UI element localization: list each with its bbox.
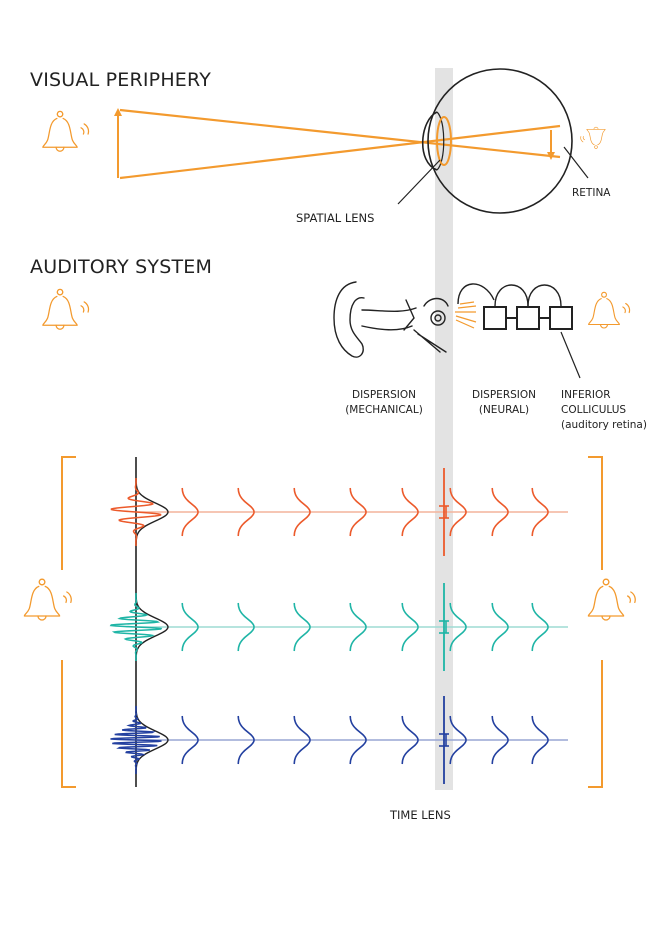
ray-top xyxy=(119,108,561,159)
colliculus-label-2: COLLICULUS xyxy=(561,404,626,416)
wavefront xyxy=(237,715,255,765)
ear-icon xyxy=(333,281,449,358)
wavefront xyxy=(491,715,509,765)
neuron-box-icon xyxy=(483,306,507,330)
colliculus-label-3: (auditory retina) xyxy=(561,419,647,431)
colliculus-label-1: INFERIOR xyxy=(561,389,611,401)
wavefront xyxy=(181,487,199,537)
bell-icon xyxy=(42,288,90,330)
wavefront xyxy=(401,715,419,765)
object-arrowhead xyxy=(114,108,122,116)
bell-icon xyxy=(587,578,636,621)
dispersion-neural-label: DISPERSION xyxy=(472,389,536,401)
right-bracket xyxy=(588,456,603,788)
pulse-carrier xyxy=(110,706,162,774)
image-arrowhead xyxy=(547,152,555,160)
dispersion-mechanical-label: DISPERSION xyxy=(352,389,416,401)
wavefront xyxy=(449,715,467,765)
neuron-chain xyxy=(457,283,573,330)
wavefront xyxy=(237,602,255,652)
wavefront xyxy=(491,487,509,537)
pulse-carrier xyxy=(109,593,163,661)
auditory-title: AUDITORY SYSTEM xyxy=(30,256,212,278)
wavefront xyxy=(181,715,199,765)
wavefront xyxy=(237,487,255,537)
channel-rows xyxy=(109,468,568,784)
retina-pointer xyxy=(563,146,589,179)
eye-icon xyxy=(421,68,573,214)
bell-icon xyxy=(588,291,631,329)
neural-fibers xyxy=(455,301,477,329)
dispersion-neural-sub: (NEURAL) xyxy=(479,404,529,416)
pulse-carrier xyxy=(110,478,162,546)
wavefront xyxy=(349,602,367,652)
spatial-lens-icon xyxy=(436,116,452,166)
wavefront xyxy=(293,715,311,765)
wavefront xyxy=(449,602,467,652)
small-bell-icon xyxy=(580,126,606,149)
bell-icon xyxy=(23,578,72,621)
ray-bottom xyxy=(119,124,561,180)
colliculus-pointer xyxy=(560,331,581,379)
wavefront xyxy=(349,715,367,765)
neuron-box-icon xyxy=(516,306,540,330)
time-lens-label: TIME LENS xyxy=(389,808,451,822)
spatial-lens-label: SPATIAL LENS xyxy=(296,211,374,225)
pulse-envelope xyxy=(135,478,169,546)
wavefront xyxy=(531,715,549,765)
time-lens-band xyxy=(435,68,453,790)
wavefront xyxy=(491,602,509,652)
wavefront xyxy=(531,487,549,537)
visual-title: VISUAL PERIPHERY xyxy=(30,69,211,91)
dispersion-mechanical-sub: (MECHANICAL) xyxy=(345,404,423,416)
neuron-box-icon xyxy=(549,306,573,330)
wavefront xyxy=(531,602,549,652)
wavefront xyxy=(293,602,311,652)
retina-label: RETINA xyxy=(572,187,611,199)
wavefront xyxy=(349,487,367,537)
left-bracket xyxy=(61,456,76,788)
wavefront xyxy=(293,487,311,537)
bell-icon xyxy=(42,110,90,152)
wavefront xyxy=(401,602,419,652)
spatial-lens-pointer xyxy=(397,159,441,205)
wavefront xyxy=(401,487,419,537)
wavefront xyxy=(449,487,467,537)
wavefront xyxy=(181,602,199,652)
